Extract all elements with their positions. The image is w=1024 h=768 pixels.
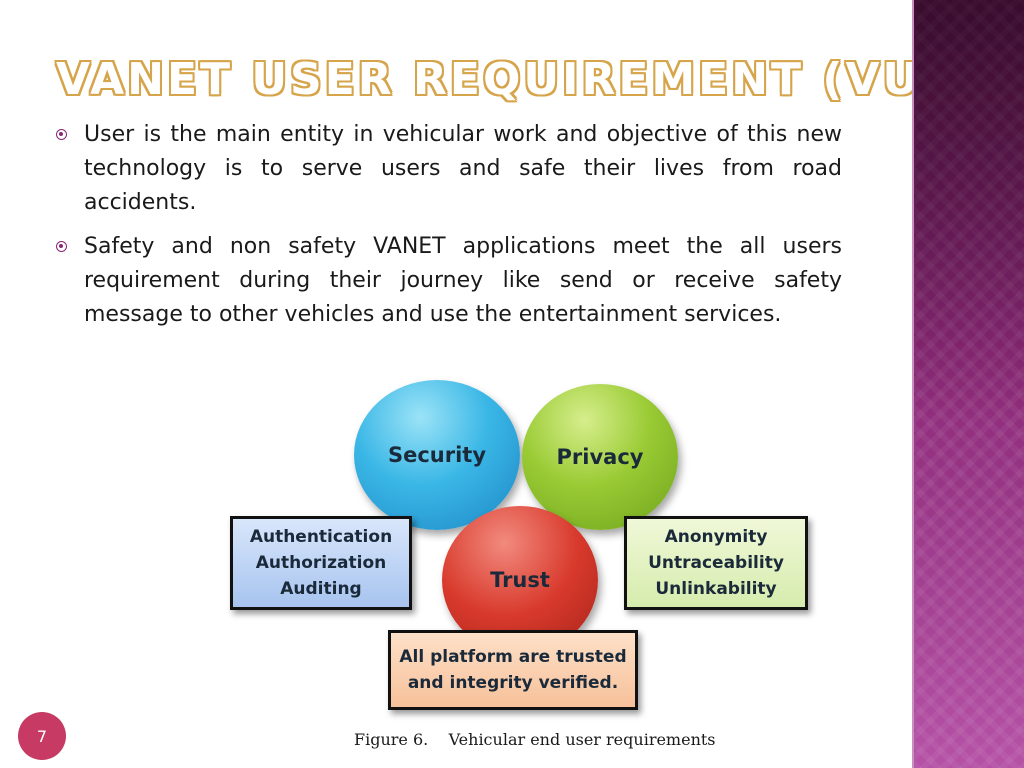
trust-requirements-box: All platform are trusted and integrity v…: [388, 630, 638, 710]
box-line: and integrity verified.: [407, 673, 619, 693]
box-line: Unlinkability: [655, 579, 777, 599]
bullet-item: User is the main entity in vehicular wor…: [56, 118, 842, 220]
security-label: Security: [387, 443, 487, 467]
trust-label: Trust: [490, 568, 550, 592]
box-line: Authentication: [249, 527, 393, 547]
bullet-list: User is the main entity in vehicular wor…: [56, 118, 842, 342]
box-line: Untraceability: [648, 553, 784, 573]
decorative-side-panel: [912, 0, 1024, 768]
box-line: Auditing: [280, 579, 362, 599]
circle-bullet-icon: [56, 241, 67, 252]
circle-bullet-icon: [56, 129, 67, 140]
privacy-circle: Privacy: [522, 384, 678, 530]
page-number: 7: [36, 726, 48, 746]
box-line: All platform are trusted: [399, 647, 627, 667]
bullet-item: Safety and non safety VANET applications…: [56, 230, 842, 332]
page-number-badge: 7: [18, 712, 66, 760]
privacy-requirements-box: Anonymity Untraceability Unlinkability: [624, 516, 808, 610]
bullet-text: Safety and non safety VANET applications…: [84, 234, 842, 327]
security-circle: Security: [354, 380, 520, 530]
security-requirements-box: Authentication Authorization Auditing: [230, 516, 412, 610]
slide: VANET USER REQUIREMENT (VUR) User is the…: [18, 54, 979, 760]
box-line: Anonymity: [664, 527, 768, 547]
requirements-diagram: Security Privacy Trust Authentication Au…: [230, 378, 810, 718]
slide-title: VANET USER REQUIREMENT (VUR): [56, 54, 982, 105]
trust-circle: Trust: [442, 506, 598, 654]
bullet-text: User is the main entity in vehicular wor…: [84, 122, 842, 215]
figure-caption: Figure 6. Vehicular end user requirement…: [354, 730, 716, 749]
privacy-label: Privacy: [556, 445, 644, 469]
box-line: Authorization: [255, 553, 387, 573]
